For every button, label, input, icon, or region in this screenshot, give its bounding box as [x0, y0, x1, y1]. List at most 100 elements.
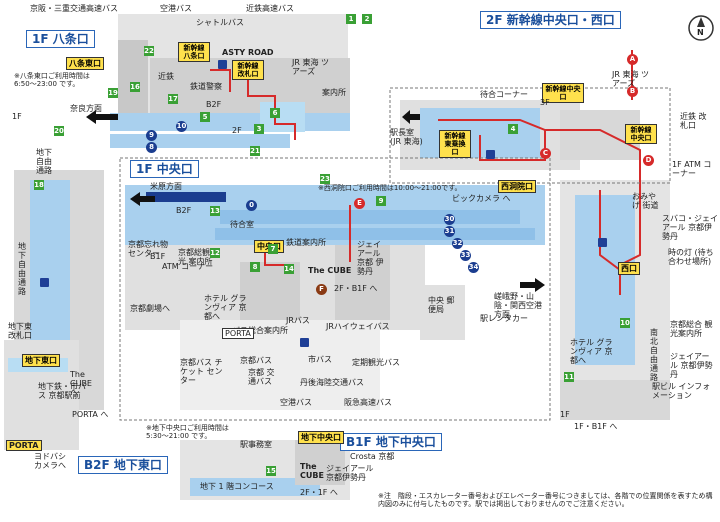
label-chika-higashi-gate: 地下東 改札口	[8, 322, 32, 340]
gate-shinkansen-higashi[interactable]: 新幹線東乗換口	[439, 130, 471, 158]
label-jeiaru-isetan-b1: ジェイアール 京都伊勢丹	[326, 464, 374, 482]
label-bic-camera: ビックカメラ へ	[452, 194, 511, 203]
label-chika-concourse: 地下 1 階コンコース	[200, 482, 274, 491]
elevator-b: B	[627, 86, 638, 97]
platform-hachijo-2	[110, 134, 290, 148]
gate-chika-chuo[interactable]: 地下中央口	[298, 431, 344, 444]
stair-10: 10	[620, 318, 630, 328]
section-b1-central: B1F 地下中央口	[340, 433, 442, 451]
elevator-f: F	[316, 284, 327, 295]
label-saga-sanin: 嵯峨野・山陰・関西空港方面	[494, 292, 542, 319]
label-f1-atm: 1F ATM コーナー	[672, 160, 712, 178]
stair-16: 16	[130, 82, 140, 92]
label-minami-jiyu: 南北自由通路	[650, 328, 658, 382]
platform-num-30: 30	[444, 214, 455, 225]
floor-tag-b2f-central: B2F	[176, 206, 192, 215]
stair-18: 18	[34, 180, 44, 190]
stair-17: 17	[168, 94, 178, 104]
label-jeiaru-isetan: ジェイ アール 京都 伊勢丹	[357, 240, 384, 276]
label-kyoto-wasuremono: 京都忘れ物 センター	[128, 240, 168, 258]
hachijo-concourse	[260, 102, 305, 132]
label-teiki-kanko-bus: 定期観光バス	[352, 358, 400, 367]
label-the-cube-b1: The CUBE	[300, 462, 324, 480]
platform-31	[215, 228, 535, 240]
elevator-e: E	[354, 198, 365, 209]
label-supacio: スバコ・ジェイアール 京都伊勢丹	[662, 214, 718, 241]
label-chika-jiyu: 地下 自由通路	[36, 148, 52, 175]
floor-tag-b1f: B1F	[150, 252, 166, 261]
label-chika-tetsu: 地下鉄・市バス 京都駅前	[38, 382, 86, 400]
label-atm-corner: ATM コーナー	[162, 262, 214, 271]
south-route	[599, 190, 621, 295]
arrow-2f	[402, 110, 420, 124]
platform-num-33: 33	[460, 250, 471, 261]
label-machiai-corner: 待合コーナー	[480, 90, 528, 99]
label-kuko-bus-2: 空港バス	[280, 398, 312, 407]
compass-letter: N	[697, 28, 704, 37]
platform-num-31: 31	[444, 226, 455, 237]
platform-num-34: 34	[468, 262, 479, 273]
bus-terminal	[180, 320, 380, 410]
label-kintetsu-bus: 近鉄高速バス	[246, 4, 294, 13]
gate-nishi[interactable]: 西口	[618, 262, 640, 275]
arrow-sagano	[520, 278, 545, 292]
label-tetsudo-keisatsu: 鉄道警察	[190, 82, 222, 91]
stair-22: 22	[144, 46, 154, 56]
gate-shinkansen-kaisatsu[interactable]: 新幹線改札口	[232, 60, 264, 80]
elevator-c: C	[540, 148, 551, 159]
gate-shinkansen-chuo[interactable]: 新幹線中央口	[542, 83, 584, 103]
label-bus-top: 京阪・三重交通高速バス	[30, 4, 118, 13]
toilet-icon-south	[598, 238, 607, 247]
gate-chika-higashi[interactable]: 地下東口	[22, 354, 60, 367]
stair-19: 19	[108, 88, 118, 98]
label-tango-bus: 丹後海陸交通バス	[300, 378, 364, 387]
b1-block	[295, 440, 345, 485]
hachijo-route-2	[210, 69, 231, 92]
stair-21: 21	[250, 146, 260, 156]
stair-3: 3	[254, 124, 264, 134]
note-b1: ※地下中央口ご利用時間は 5:30～21:00 です。	[146, 424, 229, 440]
elevator-a: A	[627, 54, 638, 65]
stair-23: 23	[320, 174, 330, 184]
info-icon	[40, 278, 49, 287]
south-concourse	[575, 195, 635, 365]
stair-20: 20	[54, 126, 64, 136]
label-kyoto-bus: 京都バス	[240, 356, 272, 365]
platform-0	[146, 192, 226, 202]
label-jr-tokai-tours-2: JR 東海 ツアーズ	[612, 70, 650, 88]
footnote: ※注 階段・エスカレーター番号およびエレベーター番号につきましては、各階での位置…	[378, 492, 713, 508]
stair-13: 13	[210, 206, 220, 216]
stair-11: 11	[564, 372, 574, 382]
arrow-maibara	[130, 192, 155, 206]
floor-tag-2f: 2F	[232, 126, 242, 135]
label-kintetsu: 近鉄	[158, 72, 174, 81]
platform-num-0: 0	[246, 200, 257, 211]
label-jeiaru-isetan-2: ジェイアール 京都伊勢丹	[670, 352, 713, 379]
label-annaijo: 案内所	[322, 88, 346, 97]
stair-4: 4	[508, 124, 518, 134]
gate-shinkansen-hachijo[interactable]: 新幹線八条口	[178, 42, 210, 62]
stair-1: 1	[346, 14, 356, 24]
label-b2f-up: 2F・B1F へ	[334, 284, 378, 293]
gate-nishi-doin[interactable]: 西洞院口	[498, 180, 536, 193]
label-eki-biru-info: 駅ビル インフォメーション	[652, 382, 711, 400]
toilet-icon	[218, 60, 227, 69]
label-eki-rentacar: 駅レンタカー	[480, 314, 528, 323]
label-the-cube-b2: The CUBE へ	[70, 370, 92, 397]
b1-concourse	[190, 478, 320, 496]
label-kyoto-kotsu-bus: 京都 交通バス	[248, 368, 275, 386]
label-hotel-granvia: ホテル グランヴィア 京都へ	[204, 294, 247, 321]
note-nishi-doin: ※西洞院口ご利用時間は10:00～21:00です。	[318, 184, 462, 192]
stair-12: 12	[210, 248, 220, 258]
label-porta-b2-box: PORTA	[6, 440, 42, 451]
f2-route	[438, 119, 546, 161]
label-maibara: 米原方面	[150, 182, 182, 191]
platform-num-9: 9	[146, 130, 157, 141]
central-frame	[119, 157, 551, 421]
label-bus-annaijo: バス総合案内所	[232, 326, 288, 335]
gate-shinkansen-chuo2[interactable]: 新幹線中央口	[625, 124, 657, 144]
gate-hachijo-east[interactable]: 八条東口	[66, 57, 104, 70]
label-kintetsu-kaisatsu: 近鉄 改札口	[680, 112, 707, 130]
label-porta-b2: PORTA へ	[72, 410, 109, 419]
platform-hachijo-1	[110, 113, 350, 131]
